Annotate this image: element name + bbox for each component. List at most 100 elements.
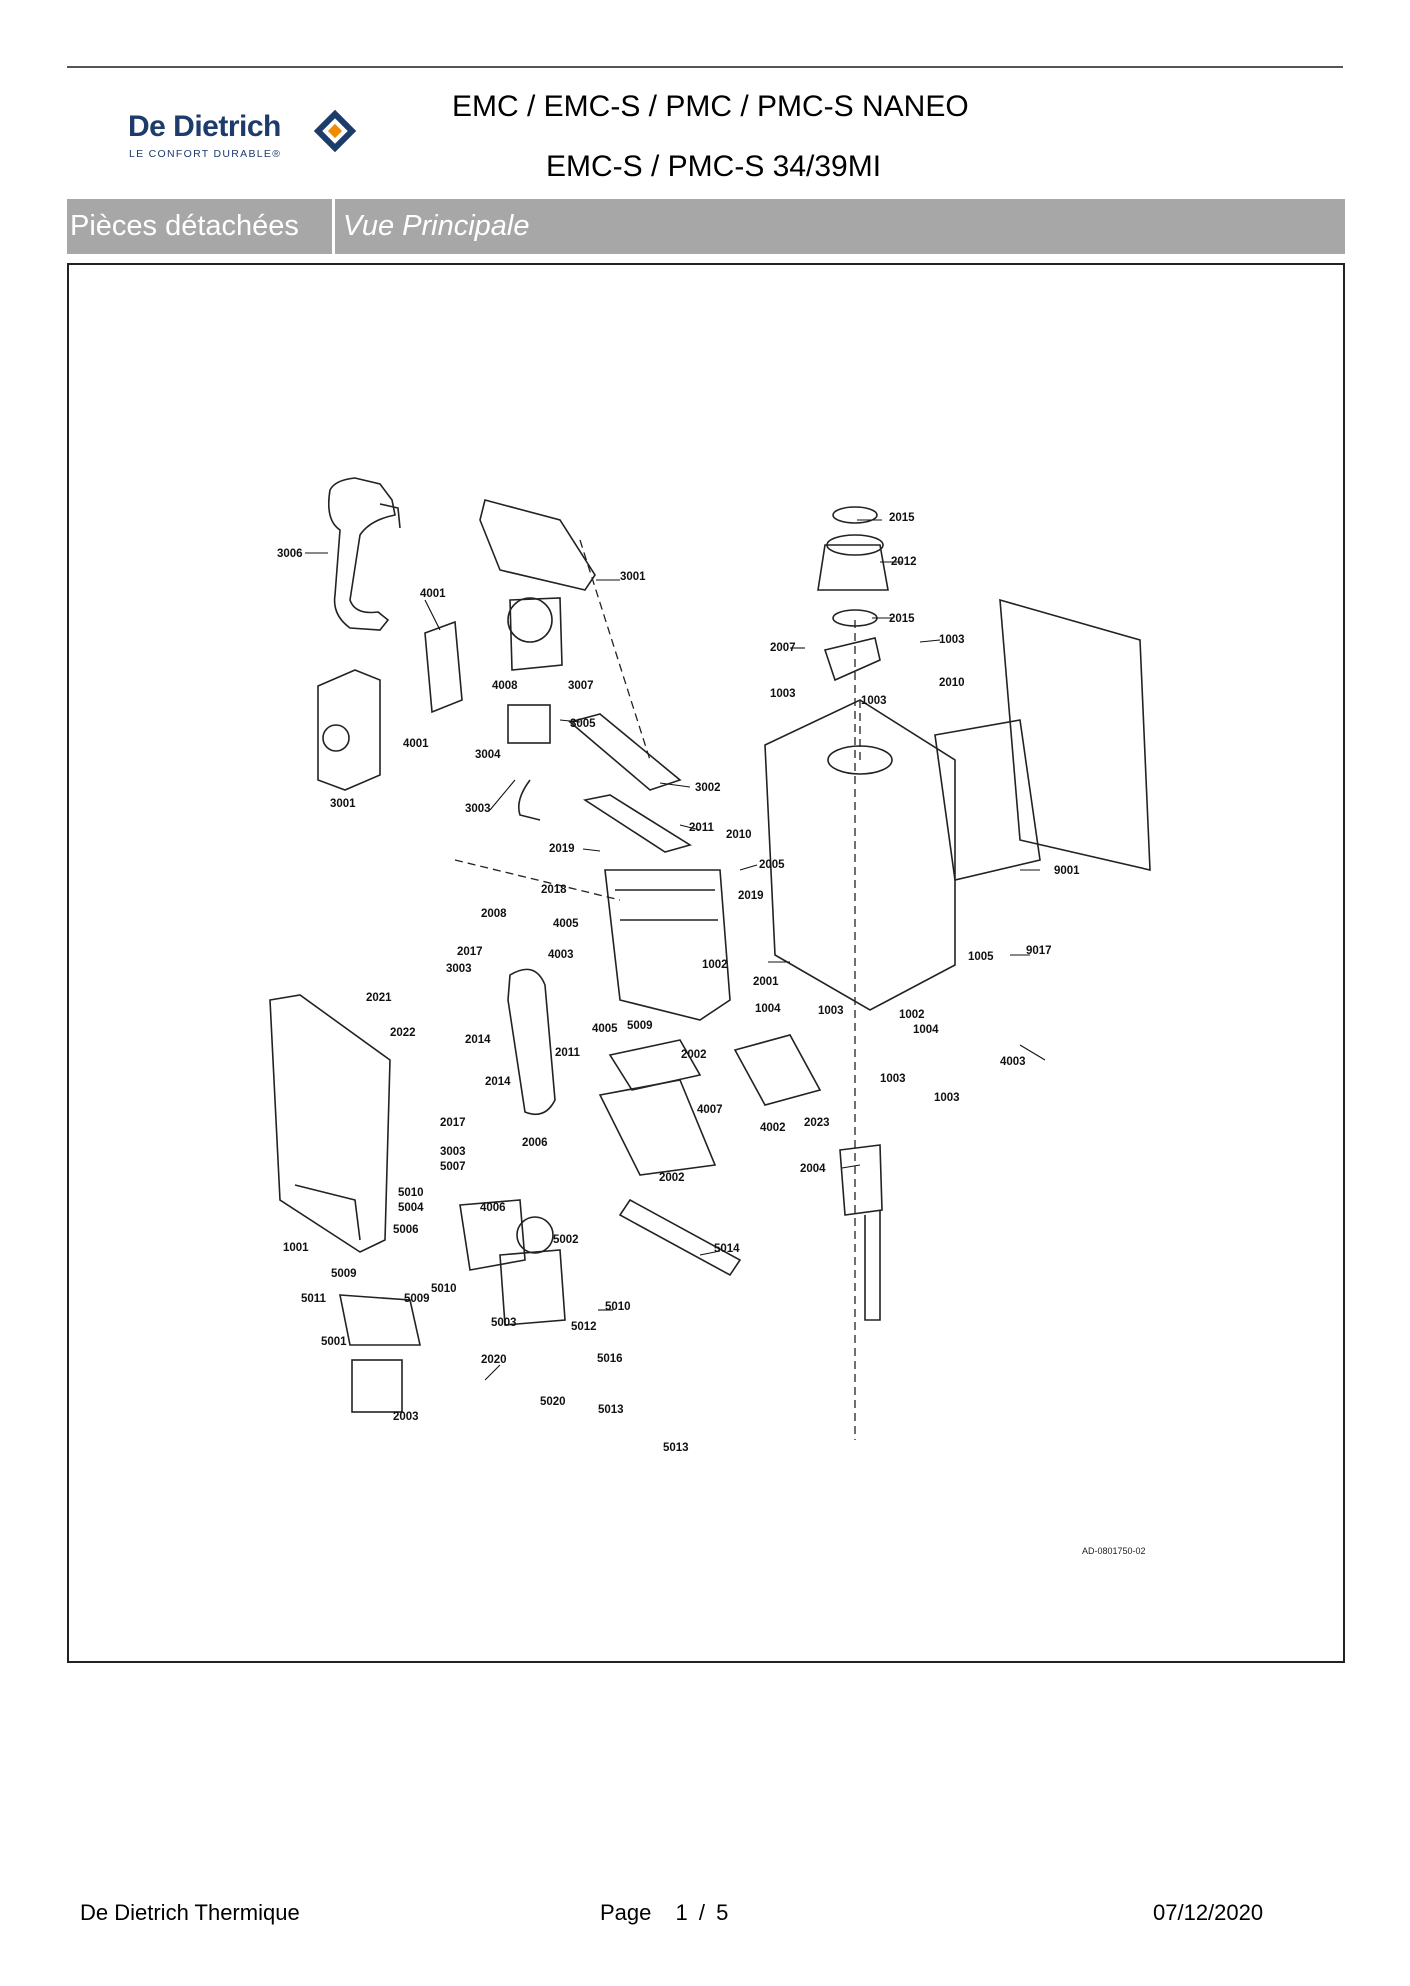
part-callout-4007: 4007 — [697, 1104, 723, 1116]
part-callout-4005: 4005 — [592, 1023, 618, 1035]
pipe-3003-drawing — [517, 779, 541, 821]
diagram-reference-code: AD-0801750-02 — [1082, 1546, 1146, 1556]
plate-exchanger-drawing — [339, 1294, 421, 1346]
left-cover-drawing — [317, 669, 381, 791]
footer-date: 07/12/2020 — [1153, 1900, 1264, 1925]
part-callout-2001: 2001 — [753, 976, 779, 988]
part-drawings — [269, 477, 1151, 1413]
fan-wheel — [507, 597, 553, 643]
air-duct-drawing — [327, 477, 396, 631]
part-callout-2023: 2023 — [804, 1117, 830, 1129]
footer-company: De Dietrich Thermique — [80, 1900, 300, 1925]
part-callout-1002: 1002 — [899, 1009, 925, 1021]
part-callout-2018: 2018 — [541, 884, 567, 896]
part-callout-2021: 2021 — [366, 992, 392, 1004]
part-callout-2012: 2012 — [891, 556, 917, 568]
hydraulic-block-drawing — [459, 1199, 526, 1271]
part-callout-4003: 4003 — [548, 949, 574, 961]
part-callout-2014: 2014 — [485, 1076, 511, 1088]
part-callout-2020: 2020 — [481, 1354, 507, 1366]
page-separator: / — [698, 1900, 706, 1925]
part-callout-5010: 5010 — [431, 1283, 457, 1295]
gasket-frame-drawing — [568, 713, 682, 791]
part-callout-2011: 2011 — [555, 1047, 581, 1059]
part-callout-4001: 4001 — [420, 588, 446, 600]
top-rule — [67, 66, 1343, 68]
brand-name: De Dietrich — [128, 110, 281, 143]
ring-2015-top — [832, 506, 878, 524]
part-callout-2008: 2008 — [481, 908, 507, 920]
control-unit-4002-drawing — [733, 1034, 822, 1106]
callout-leaders — [305, 519, 1046, 1381]
document-title: EMC / EMC-S / PMC / PMC-S NANEO — [452, 90, 969, 123]
part-callout-2010: 2010 — [726, 829, 752, 841]
front-casing-drawing — [269, 994, 391, 1253]
heat-exchanger-drawing — [604, 869, 731, 1021]
part-callout-1003: 1003 — [939, 634, 965, 646]
part-callout-5001: 5001 — [321, 1336, 347, 1348]
part-callout-3001: 3001 — [330, 798, 356, 810]
part-callout-5006: 5006 — [393, 1224, 419, 1236]
sleeve-2007-drawing — [823, 637, 881, 682]
diagram-frame — [67, 263, 1345, 1663]
part-callout-5010: 5010 — [605, 1301, 631, 1313]
part-callout-1001: 1001 — [283, 1242, 309, 1254]
back-frame-drawing — [999, 598, 1151, 872]
part-callout-2017: 2017 — [440, 1117, 466, 1129]
part-callout-3001: 3001 — [620, 571, 646, 583]
rail-5014-drawing — [618, 1198, 742, 1277]
part-callout-2006: 2006 — [522, 1137, 548, 1149]
brand-logo: De Dietrich LE CONFORT DURABLE® — [128, 109, 358, 162]
part-callout-5011: 5011 — [301, 1293, 327, 1305]
part-callout-2002: 2002 — [681, 1049, 707, 1061]
page-total: 5 — [716, 1900, 729, 1925]
brand-tagline: LE CONFORT DURABLE® — [129, 148, 282, 160]
part-callout-4005: 4005 — [553, 918, 579, 930]
part-callout-5016: 5016 — [597, 1353, 623, 1365]
siphon-drawing — [507, 968, 556, 1116]
part-callout-5002: 5002 — [553, 1234, 579, 1246]
part-callout-1003: 1003 — [934, 1092, 960, 1104]
seal-2002-drawing — [608, 1039, 702, 1091]
part-callout-5012: 5012 — [571, 1321, 597, 1333]
part-callout-9001: 9001 — [1054, 865, 1080, 877]
page-current: 1 — [675, 1900, 688, 1925]
part-callout-2007: 2007 — [770, 642, 796, 654]
page-label: Page — [600, 1900, 652, 1925]
part-callout-5009: 5009 — [404, 1293, 430, 1305]
flue-adaptor-drawing — [817, 544, 889, 591]
part-callout-5013: 5013 — [663, 1442, 689, 1454]
bracket-drawing — [424, 620, 463, 714]
part-callout-1003: 1003 — [861, 695, 887, 707]
seal-2011-drawing — [582, 794, 692, 853]
part-callout-2015: 2015 — [889, 613, 915, 625]
pipe-2004-drawing — [839, 1144, 883, 1216]
part-callout-5020: 5020 — [540, 1396, 566, 1408]
pump-head — [516, 1216, 554, 1254]
part-callout-2017: 2017 — [457, 946, 483, 958]
part-callout-1003: 1003 — [880, 1073, 906, 1085]
part-callout-2002: 2002 — [659, 1172, 685, 1184]
part-callout-2004: 2004 — [800, 1163, 826, 1175]
part-callout-2019: 2019 — [738, 890, 764, 902]
part-callout-5010: 5010 — [398, 1187, 424, 1199]
part-callout-2011: 2011 — [689, 822, 715, 834]
part-callout-3007: 3007 — [568, 680, 594, 692]
part-callout-4003: 4003 — [1000, 1056, 1026, 1068]
part-callout-4006: 4006 — [480, 1202, 506, 1214]
part-callout-2014: 2014 — [465, 1034, 491, 1046]
part-callout-3002: 3002 — [695, 782, 721, 794]
part-callout-2003: 2003 — [393, 1411, 419, 1423]
fan-body — [509, 597, 563, 671]
part-callout-3004: 3004 — [475, 749, 501, 761]
part-callout-2022: 2022 — [390, 1027, 416, 1039]
footer-page-number: Page 1 / 5 — [600, 1900, 728, 1926]
part-callout-3005: 3005 — [570, 718, 596, 730]
part-callout-4001: 4001 — [403, 738, 429, 750]
part-callout-2015: 2015 — [889, 512, 915, 524]
fan-housing-drawing — [479, 499, 596, 591]
part-callout-5004: 5004 — [398, 1202, 424, 1214]
part-callout-3003: 3003 — [440, 1146, 466, 1158]
part-callout-1004: 1004 — [755, 1003, 781, 1015]
